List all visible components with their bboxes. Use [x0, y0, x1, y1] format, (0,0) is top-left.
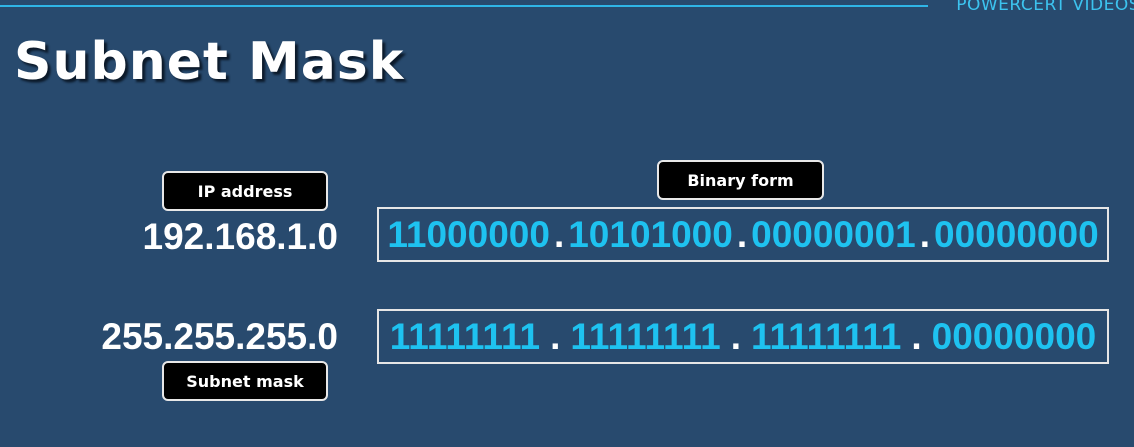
octet-separator: .	[911, 316, 922, 357]
header-rule	[0, 5, 928, 7]
mask-binary-octet-1: 11111111	[389, 316, 541, 357]
ip-binary-octet-3: 00000001	[751, 214, 916, 255]
subnet-mask-label: Subnet mask	[162, 361, 328, 401]
subnet-mask-decimal: 255.255.255.0	[101, 316, 338, 357]
mask-binary-octet-4: 00000000	[931, 316, 1097, 357]
octet-separator: .	[919, 214, 931, 255]
binary-form-label: Binary form	[657, 160, 824, 200]
subnet-mask-binary-box: 11111111 . 11111111 . 11111111 . 0000000…	[377, 309, 1109, 364]
mask-binary-octet-2: 11111111	[570, 316, 721, 357]
ip-binary-octet-4: 00000000	[934, 214, 1099, 255]
octet-separator: .	[550, 316, 561, 357]
ip-address-decimal: 192.168.1.0	[142, 216, 338, 257]
ip-binary-octet-1: 11000000	[387, 214, 550, 255]
ip-address-binary-box: 11000000 . 10101000 . 00000001 . 0000000…	[377, 207, 1109, 262]
brand-logo: POWERCERT VIDEOS	[956, 0, 1134, 15]
octet-separator: .	[553, 214, 565, 255]
ip-binary-octet-2: 10101000	[568, 214, 733, 255]
ip-address-label: IP address	[162, 171, 328, 211]
page-title: Subnet Mask	[14, 32, 405, 92]
mask-binary-octet-3: 11111111	[751, 316, 902, 357]
octet-separator: .	[730, 316, 741, 357]
octet-separator: .	[736, 214, 748, 255]
